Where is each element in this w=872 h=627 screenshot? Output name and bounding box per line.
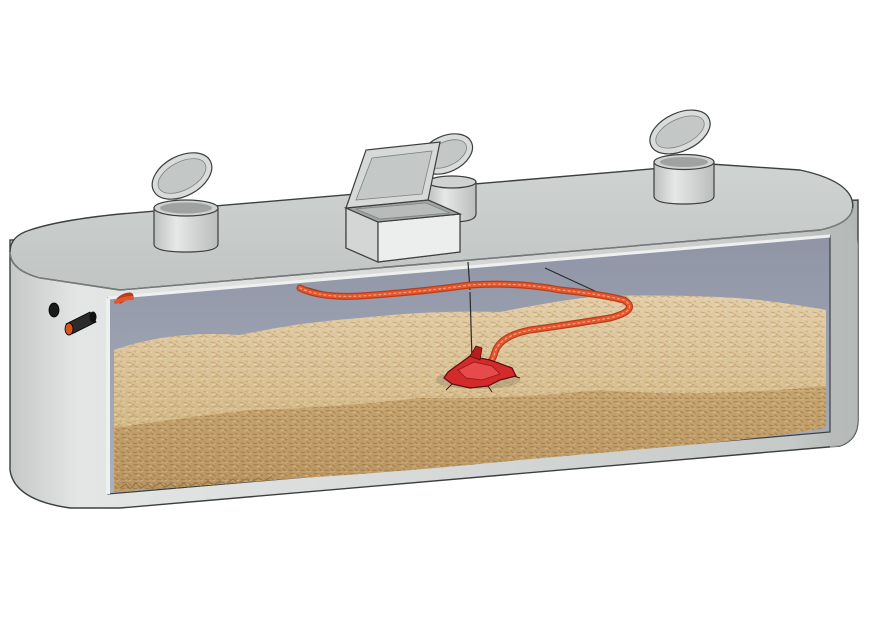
suction-hose	[114, 280, 633, 376]
manhole-lid-right	[649, 109, 715, 205]
open-control-box	[343, 141, 463, 263]
inlet-pipes	[48, 302, 97, 336]
suction-mole	[436, 345, 521, 393]
manhole-lid-left	[151, 152, 219, 253]
